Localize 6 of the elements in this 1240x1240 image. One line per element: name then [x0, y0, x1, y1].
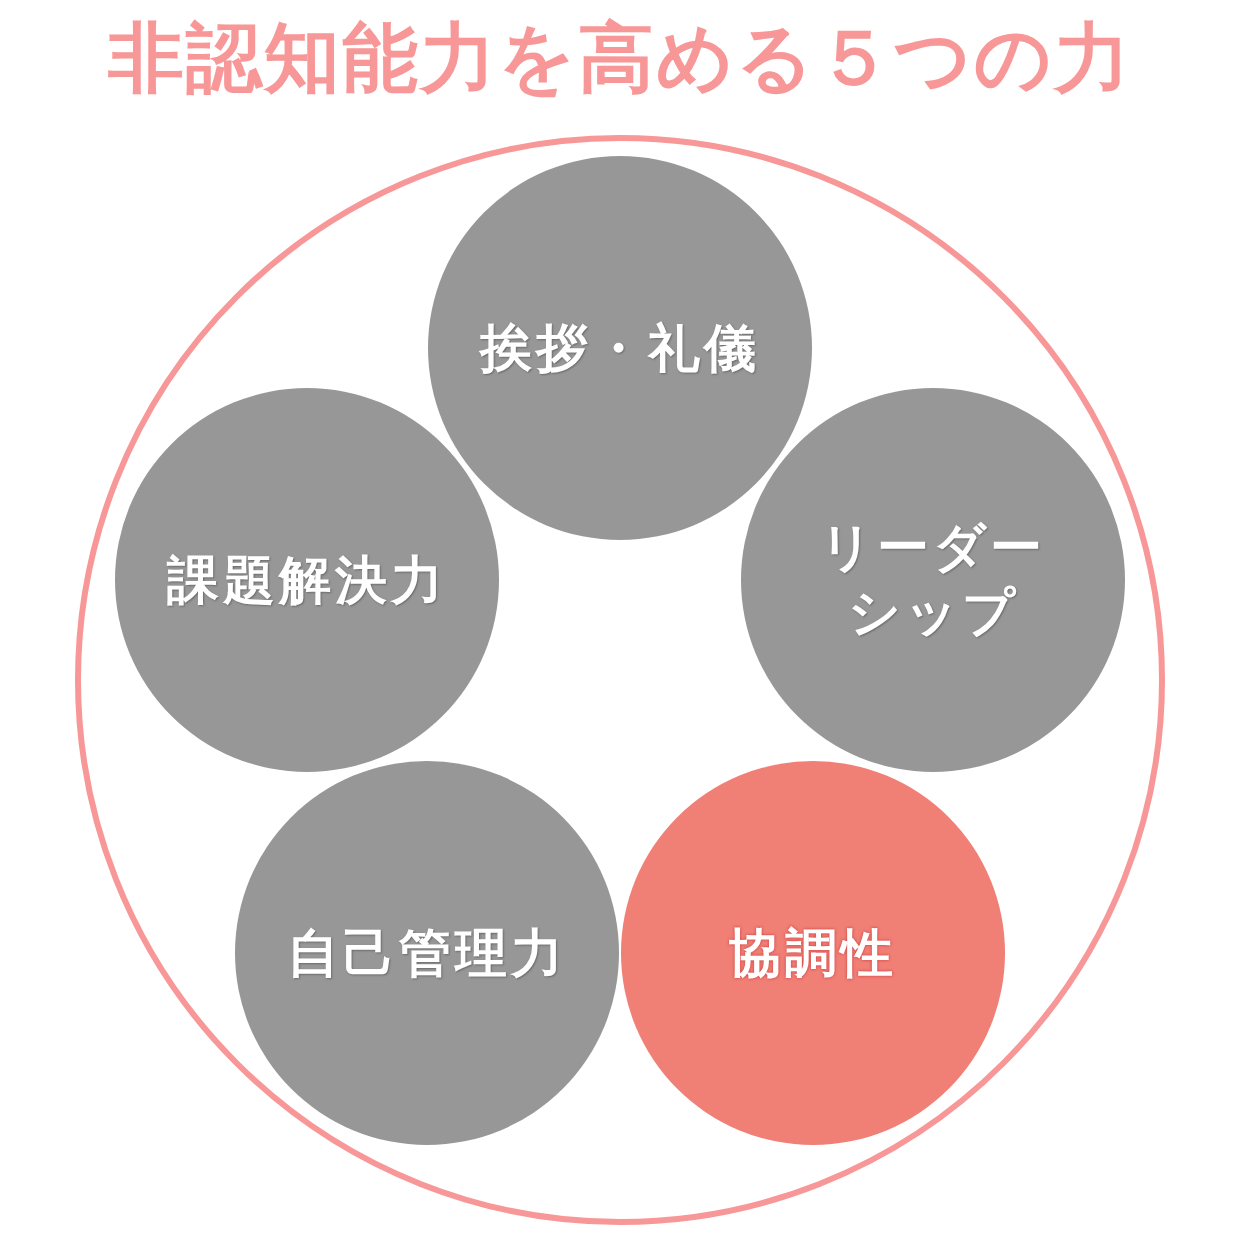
skill-label: 自己管理力 [286, 921, 568, 985]
skill-label: 課題解決力 [165, 548, 448, 612]
skill-label: 挨拶・礼儀 [478, 316, 761, 380]
skill-label: リーダーシップ [819, 516, 1047, 644]
title: 非認知能力を高める５つの力 [107, 12, 1133, 104]
skill-label: 協調性 [728, 921, 898, 985]
